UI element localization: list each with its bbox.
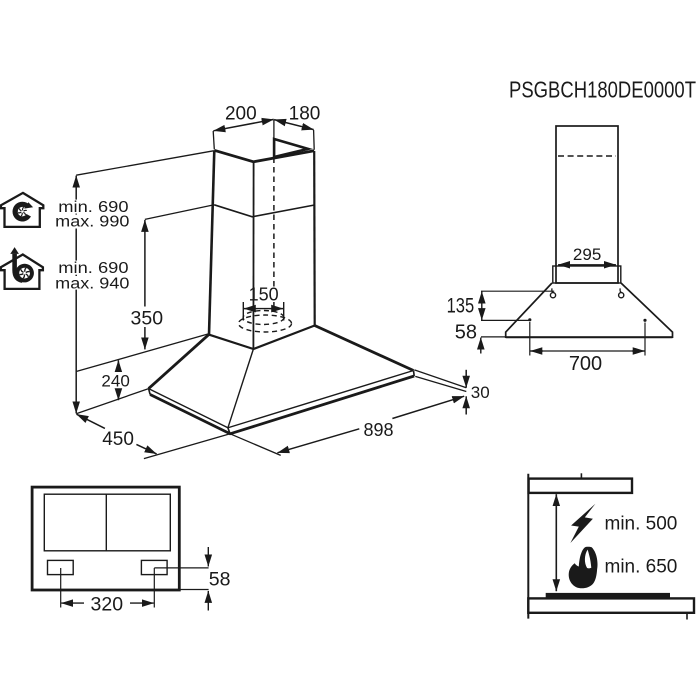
svg-text:max. 990: max. 990 (55, 214, 129, 231)
svg-text:320: 320 (91, 594, 124, 616)
svg-text:350: 350 (131, 307, 164, 329)
svg-text:450: 450 (102, 429, 134, 450)
svg-text:240: 240 (101, 372, 129, 391)
svg-text:135: 135 (447, 294, 475, 317)
svg-text:150: 150 (249, 284, 279, 304)
svg-text:200: 200 (225, 103, 257, 124)
svg-text:58: 58 (209, 569, 231, 591)
svg-text:PSGBCH180DE0000T: PSGBCH180DE0000T (509, 77, 696, 103)
svg-text:30: 30 (471, 383, 490, 402)
svg-text:min. 650: min. 650 (605, 556, 678, 577)
svg-text:295: 295 (573, 245, 601, 264)
svg-text:min. 690: min. 690 (58, 199, 128, 216)
svg-text:min. 690: min. 690 (58, 260, 128, 277)
svg-text:700: 700 (569, 353, 602, 375)
svg-text:898: 898 (363, 420, 393, 440)
svg-text:min. 500: min. 500 (605, 513, 678, 534)
svg-text:max. 940: max. 940 (55, 276, 129, 293)
svg-text:180: 180 (289, 103, 321, 124)
svg-text:58: 58 (455, 321, 477, 343)
